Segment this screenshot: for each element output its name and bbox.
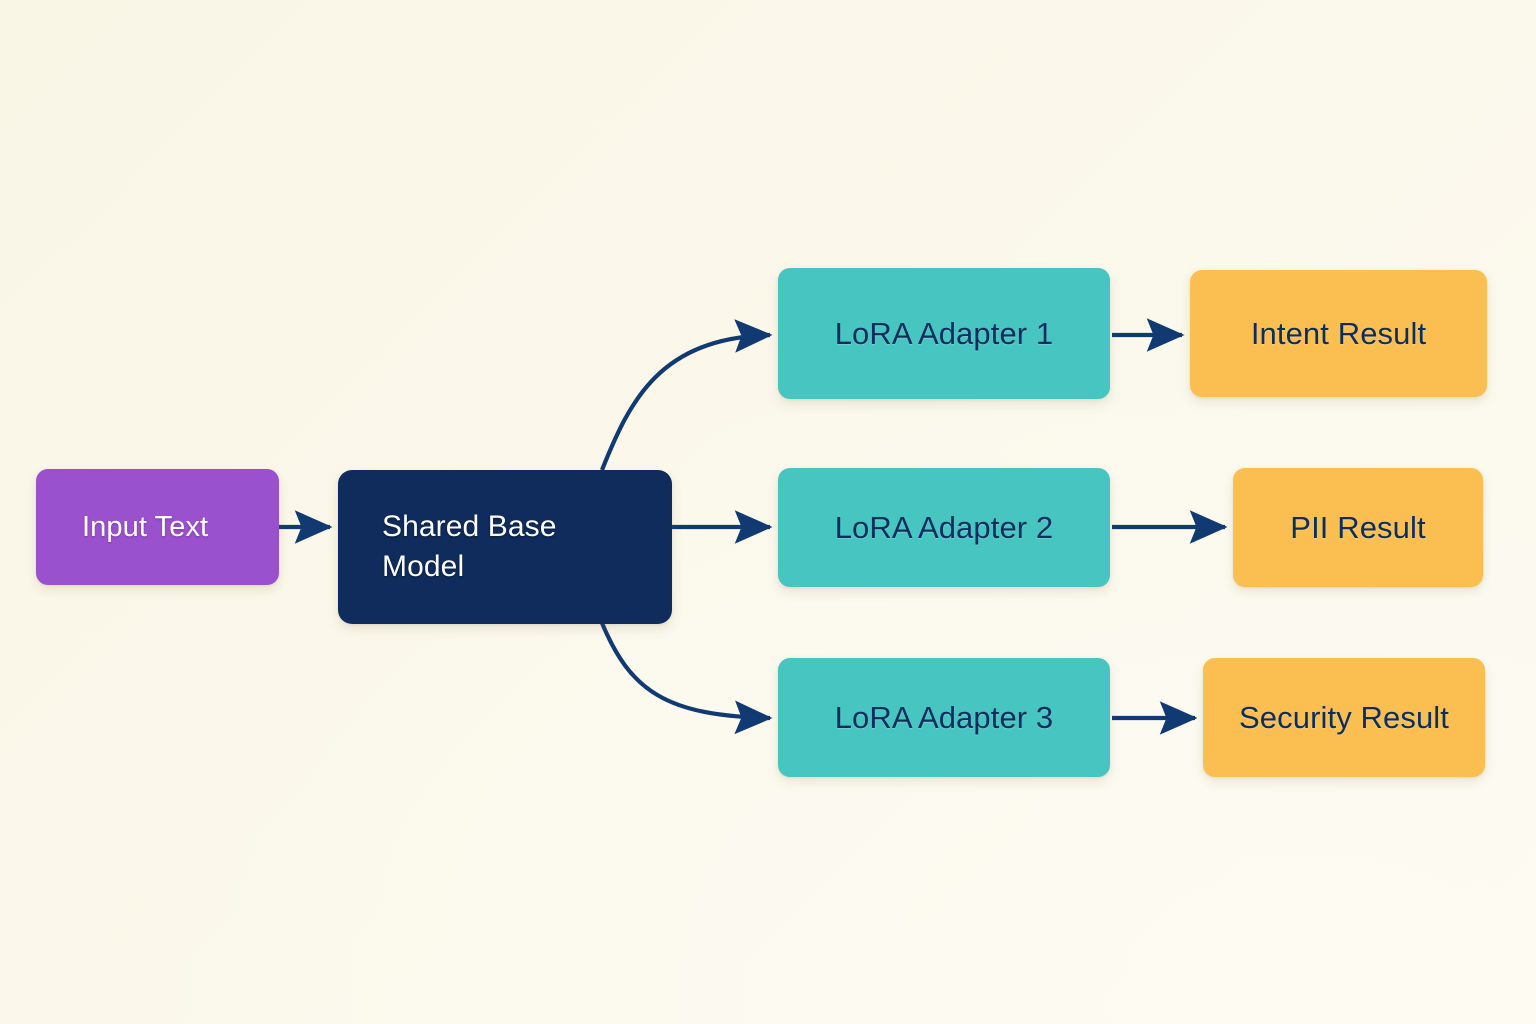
node-input-text[interactable]: Input Text [36, 469, 279, 585]
node-intent-result-label: Intent Result [1250, 315, 1427, 351]
node-shared-base-model[interactable]: Shared Base Model [338, 470, 672, 624]
node-lora-adapter-3[interactable]: LoRA Adapter 3 [778, 658, 1110, 777]
node-pii-result[interactable]: PII Result [1233, 468, 1483, 587]
node-lora-adapter-3-label: LoRA Adapter 3 [834, 699, 1054, 735]
node-shared-base-model-label: Shared Base Model [382, 509, 557, 583]
node-pii-result-label: PII Result [1290, 509, 1426, 545]
node-lora-adapter-2[interactable]: LoRA Adapter 2 [778, 468, 1110, 587]
edge-base-to-adapter3 [600, 622, 773, 735]
node-input-text-label: Input Text [82, 510, 209, 543]
node-intent-result[interactable]: Intent Result [1190, 270, 1487, 397]
node-lora-adapter-1-label: LoRA Adapter 1 [834, 315, 1054, 351]
node-security-result-label: Security Result [1239, 699, 1449, 735]
node-security-result[interactable]: Security Result [1203, 658, 1485, 777]
node-lora-adapter-2-label: LoRA Adapter 2 [834, 509, 1054, 545]
node-lora-adapter-1[interactable]: LoRA Adapter 1 [778, 268, 1110, 399]
edge-base-to-adapter1 [600, 319, 773, 471]
